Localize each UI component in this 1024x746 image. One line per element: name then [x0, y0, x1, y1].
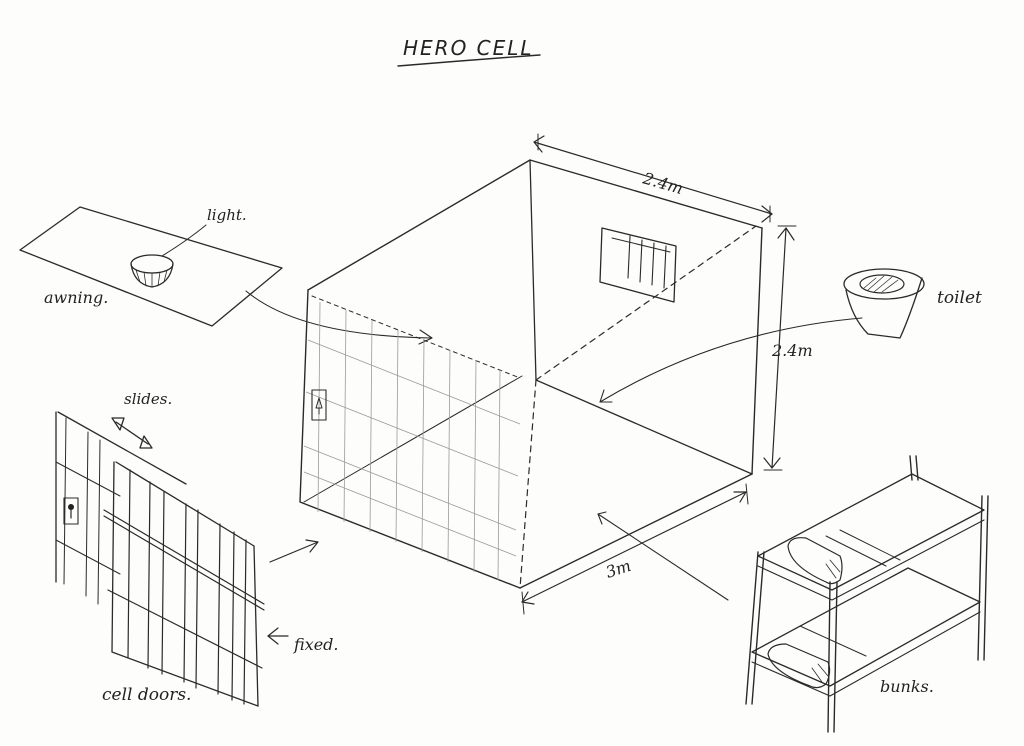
awning-label: awning.	[44, 288, 108, 307]
bunks-sketch	[597, 455, 989, 733]
dimension-height	[763, 225, 797, 471]
cell-lock-icon	[311, 389, 327, 421]
light-label: light.	[207, 206, 247, 224]
cell-box	[299, 159, 763, 589]
bunks-label: bunks.	[880, 677, 934, 696]
toilet-label: toilet	[937, 288, 982, 308]
dimension-depth	[521, 483, 749, 615]
lower-pillow	[767, 643, 831, 689]
toilet-bowl-icon	[859, 274, 905, 294]
title-underline	[397, 54, 541, 67]
upper-pillow	[787, 537, 843, 585]
keyhole-icon	[68, 504, 74, 510]
page-title: HERO CELL	[403, 36, 534, 60]
slides-label: slides.	[124, 390, 172, 408]
fixed-label: fixed.	[293, 635, 339, 654]
toilet-sketch	[599, 268, 925, 403]
dimension-top	[533, 133, 773, 223]
door-lock-icon	[63, 497, 79, 525]
cell-bars	[303, 301, 521, 581]
dimension-height-label: 2.4m	[771, 341, 813, 360]
cell-window	[599, 227, 677, 303]
cell-doors-sketch	[55, 411, 319, 707]
awning-sketch	[19, 206, 433, 345]
cell-doors-label: cell doors.	[102, 685, 191, 705]
